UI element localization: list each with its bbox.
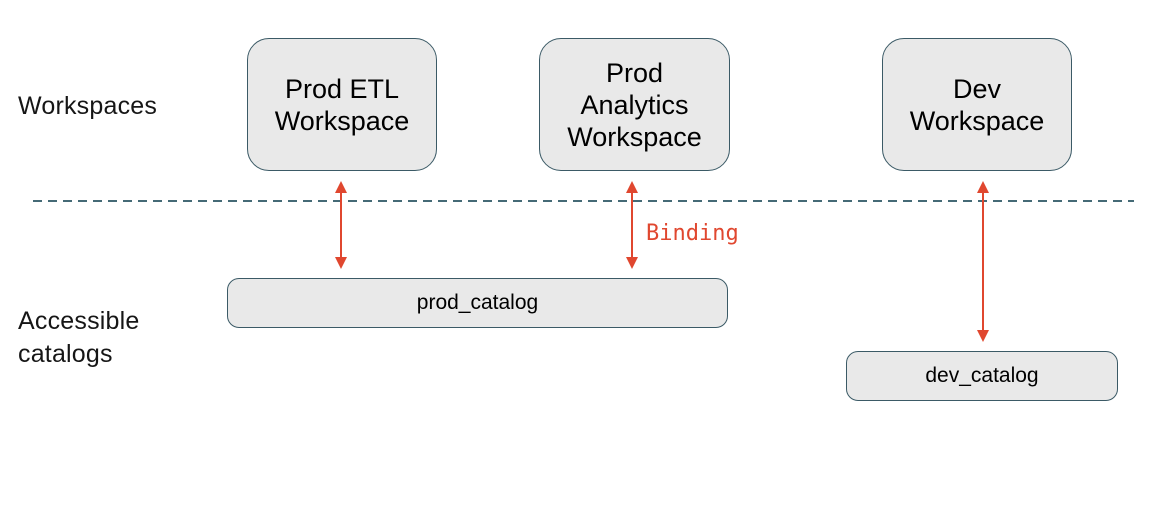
prod-analytics-workspace-label: Prod Analytics Workspace bbox=[567, 57, 702, 152]
prod-etl-workspace-label: Prod ETL Workspace bbox=[274, 73, 410, 136]
dev-catalog-label: dev_catalog bbox=[925, 364, 1039, 387]
prod-catalog-node: prod_catalog bbox=[227, 278, 728, 328]
accessible-catalogs-row-label: Accessible catalogs bbox=[18, 307, 140, 368]
prod-catalog-label: prod_catalog bbox=[416, 291, 539, 314]
binding-annotation-label: Binding bbox=[646, 221, 739, 246]
dev-workspace-node: Dev Workspace bbox=[882, 38, 1072, 171]
dev-catalog-node: dev_catalog bbox=[846, 351, 1118, 401]
prod-analytics-workspace-node: Prod Analytics Workspace bbox=[539, 38, 730, 171]
prod-etl-workspace-node: Prod ETL Workspace bbox=[247, 38, 437, 171]
workspaces-row-label: Workspaces bbox=[18, 92, 158, 120]
dev-workspace-label: Dev Workspace bbox=[909, 73, 1045, 136]
